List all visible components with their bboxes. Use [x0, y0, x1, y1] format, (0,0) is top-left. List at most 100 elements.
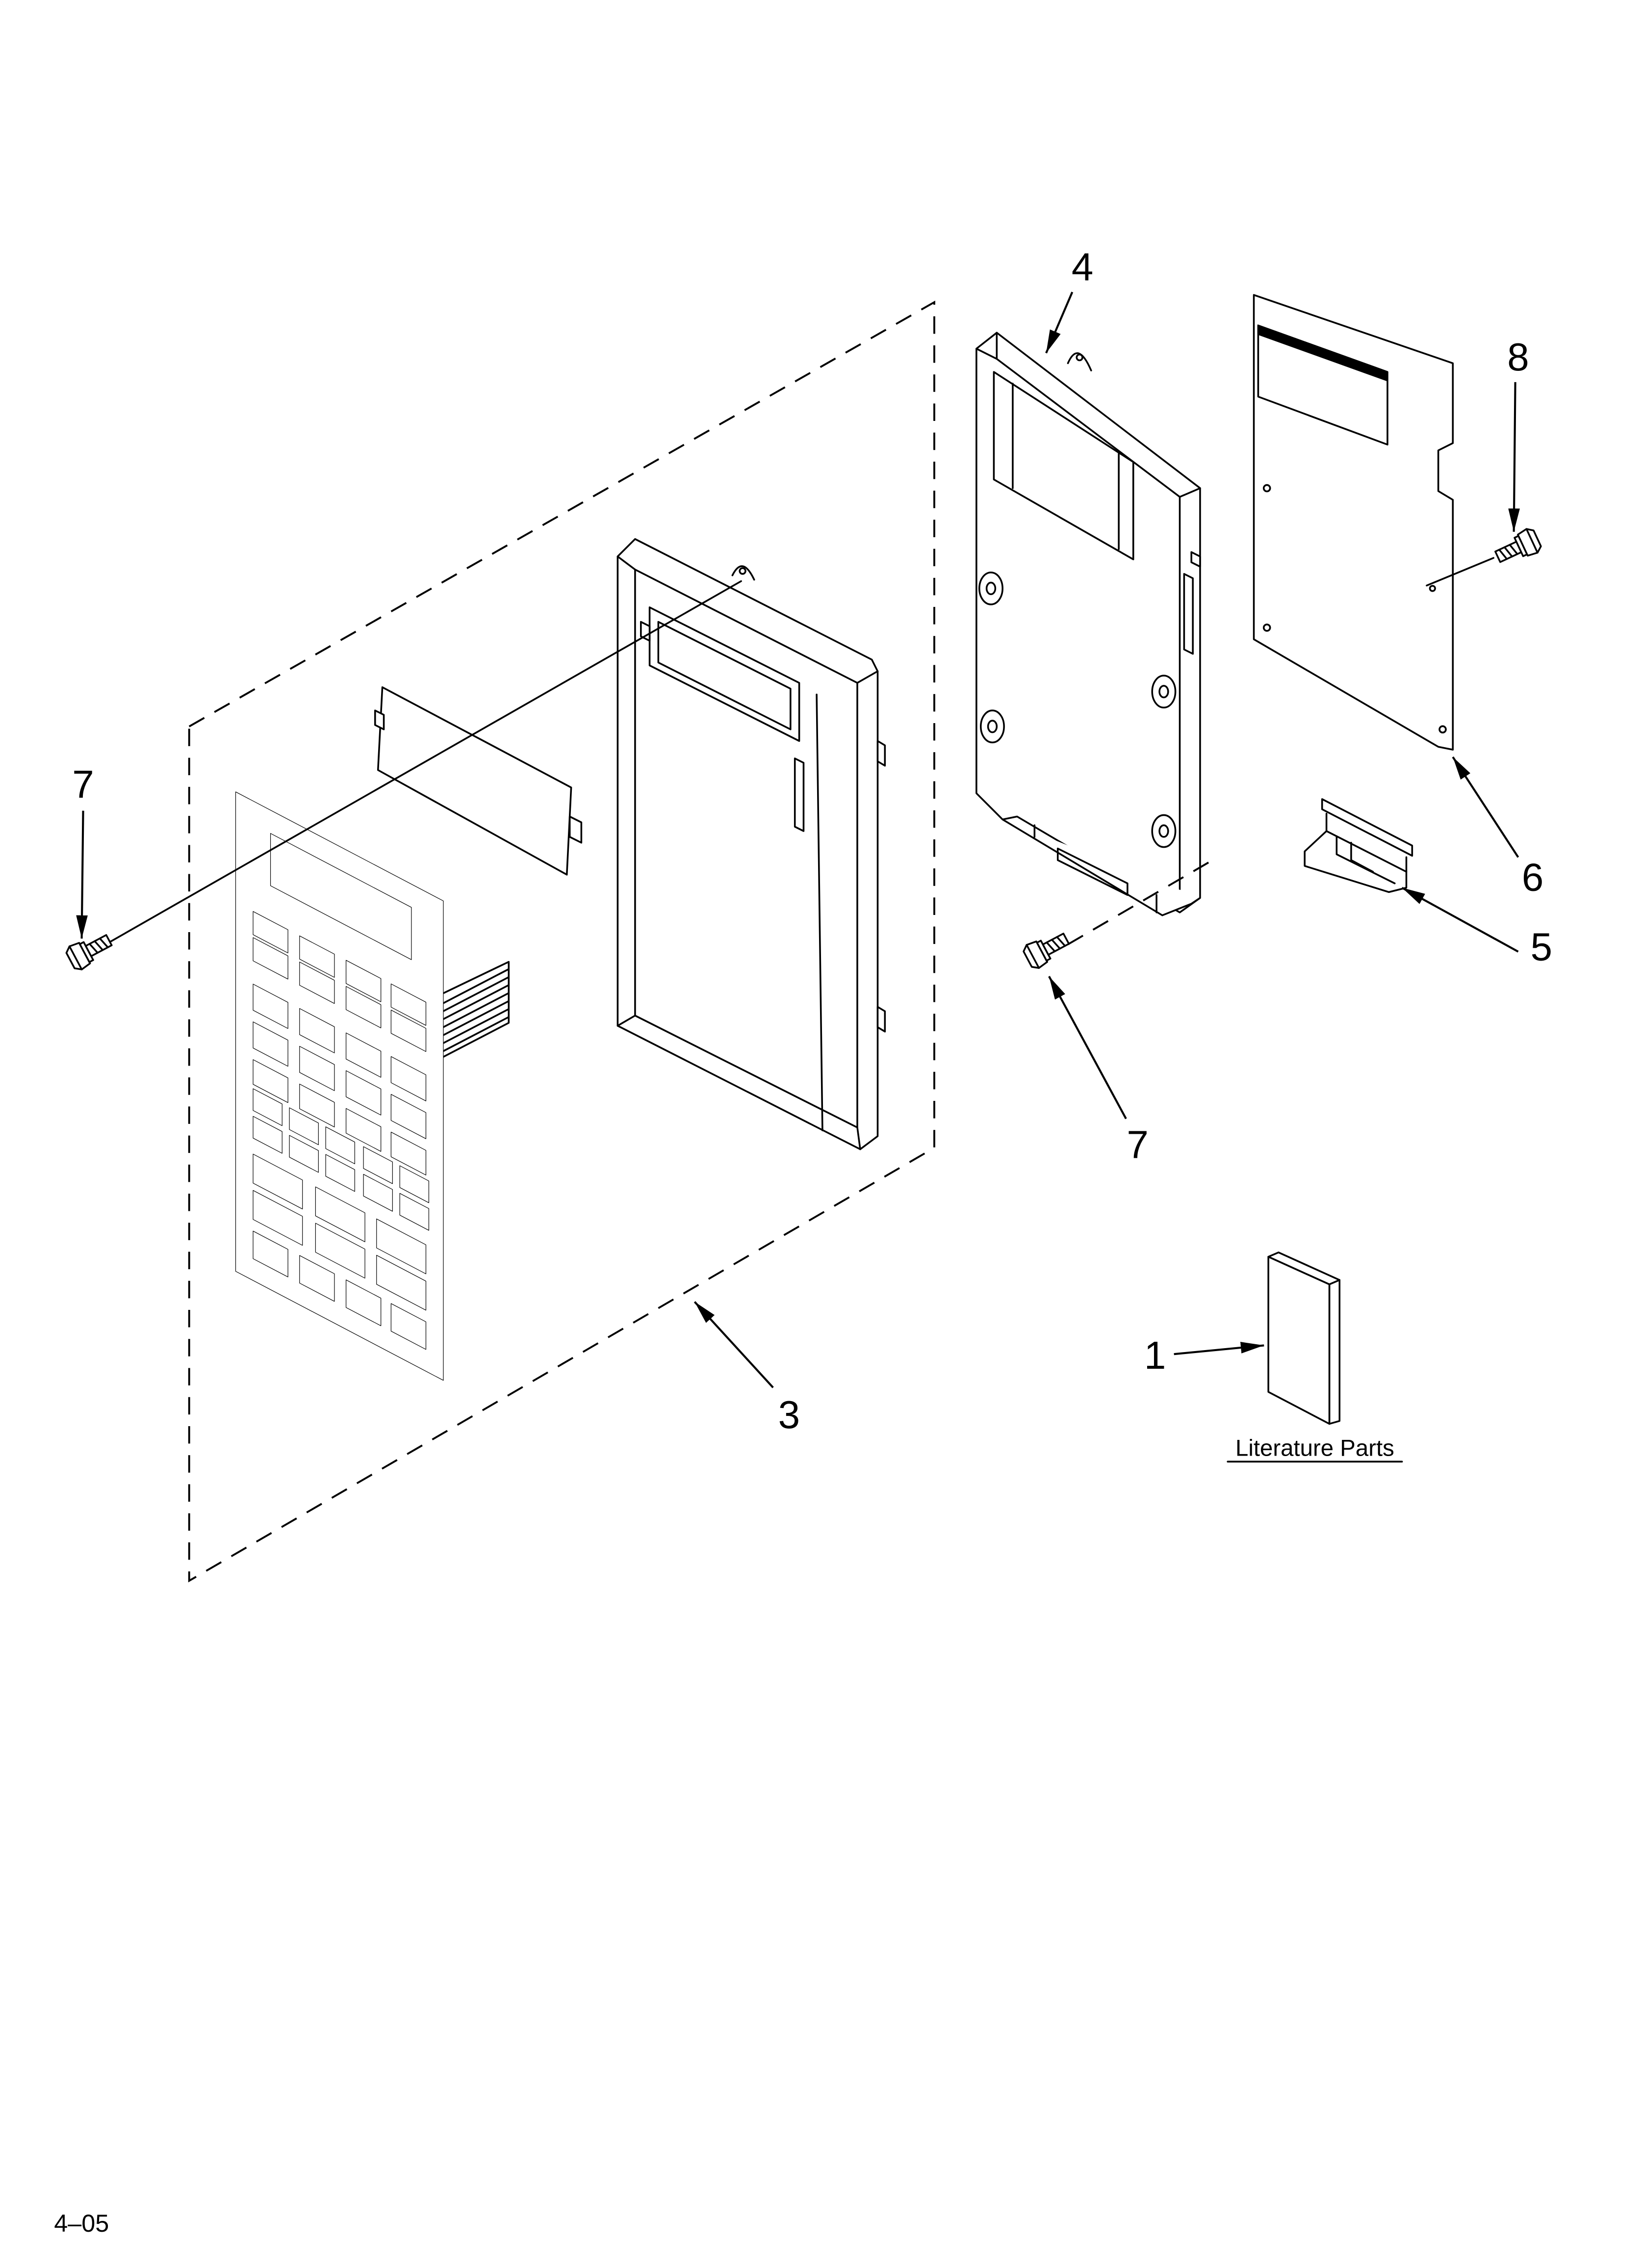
- keypad-key: [363, 1147, 392, 1184]
- keypad-key: [253, 1089, 282, 1126]
- keypad-ribbon-cable: [435, 961, 510, 1062]
- screw-alignment-line-left: [110, 580, 742, 942]
- keypad-key: [346, 960, 381, 1002]
- keypad-key: [300, 1046, 334, 1091]
- back-plate-hole: [979, 709, 1005, 744]
- keypad-key: [391, 1057, 426, 1101]
- board-mounting-hole: [1438, 725, 1447, 733]
- keypad-keys: [253, 912, 429, 1351]
- keypad-key: [315, 1187, 365, 1242]
- leader-arrow-7-left: [76, 810, 88, 939]
- keypad-key: [391, 1132, 426, 1175]
- leader-arrow-3: [693, 1301, 774, 1388]
- leader-arrow-5: [1401, 886, 1519, 953]
- keypad-key: [391, 1303, 426, 1350]
- keypad-key: [253, 1116, 282, 1153]
- ribbon-conductor: [438, 976, 510, 1015]
- control-panel-bezel: [616, 538, 886, 1150]
- keypad-key: [300, 1255, 334, 1302]
- ribbon-conductor: [438, 1000, 510, 1039]
- ribbon-conductor: [438, 984, 510, 1022]
- keypad-key: [300, 1084, 334, 1127]
- bezel-right-tab-upper: [876, 740, 886, 767]
- window-cover-left-tab: [374, 709, 385, 730]
- back-plate-window: [993, 371, 1134, 560]
- callout-6: 6: [1522, 855, 1543, 899]
- leader-arrow-8: [1508, 382, 1520, 532]
- bezel-left-tab: [640, 621, 651, 642]
- keypad-key: [253, 1154, 303, 1209]
- keypad-key: [400, 1166, 429, 1203]
- keypad-key: [346, 1280, 381, 1326]
- back-plate-hole: [978, 572, 1003, 605]
- keypad-key: [326, 1127, 355, 1164]
- keypad-key: [346, 1108, 381, 1151]
- back-plate-top-tab: [1067, 352, 1092, 371]
- keypad-key: [289, 1135, 318, 1173]
- keypad-key: [346, 1033, 381, 1077]
- screw-7-left: [65, 934, 113, 970]
- keypad-key: [326, 1154, 355, 1192]
- callout-7-right: 7: [1127, 1122, 1148, 1166]
- ribbon-conductor: [438, 968, 510, 1007]
- keypad-key: [253, 1022, 288, 1067]
- keypad-key: [391, 1095, 426, 1139]
- keypad-key: [377, 1255, 426, 1310]
- keypad-key: [300, 936, 334, 978]
- electronic-control-board: [1253, 294, 1454, 751]
- callout-7-left: 7: [72, 762, 94, 806]
- leader-arrow-7-right: [1048, 976, 1127, 1120]
- board-mounting-hole: [1429, 585, 1436, 592]
- board-connector-pins: [1275, 331, 1381, 377]
- window-cover-right-tab: [568, 815, 583, 844]
- display-window-cover: [374, 686, 583, 876]
- keypad-key: [391, 1010, 426, 1052]
- callout-3: 3: [778, 1393, 800, 1436]
- leader-arrow-4: [1045, 291, 1074, 354]
- keypad-key: [289, 1108, 318, 1145]
- callout-8: 8: [1507, 335, 1529, 379]
- keypad-key: [300, 1009, 334, 1053]
- back-plate-hole: [1151, 814, 1177, 848]
- keypad-key: [253, 938, 288, 979]
- leader-arrow-1: [1174, 1342, 1264, 1356]
- keypad-key: [377, 1219, 426, 1274]
- screw-7-right: [1023, 933, 1070, 969]
- literature-book: [1267, 1251, 1341, 1425]
- keypad-key: [391, 984, 426, 1026]
- leader-arrows: [76, 291, 1520, 1388]
- keypad-key: [253, 1190, 303, 1245]
- keypad-key: [346, 987, 381, 1028]
- assembly-3-dashed-outline: [188, 300, 935, 1583]
- ribbon-conductor: [438, 1008, 510, 1046]
- keypad-display-window: [271, 834, 411, 960]
- keypad-key: [253, 912, 288, 953]
- bezel-slot: [794, 757, 805, 832]
- ribbon-conductor: [438, 992, 510, 1031]
- board-mounting-hole: [1262, 484, 1271, 493]
- keypad-key: [300, 962, 334, 1004]
- back-plate-slot: [1183, 573, 1194, 655]
- back-plate-hole: [1151, 675, 1177, 709]
- control-panel-back-plate: [975, 332, 1201, 916]
- page-code: 4–05: [54, 2209, 109, 2237]
- bezel-right-tab-lower: [876, 1006, 886, 1033]
- screw-8: [1494, 528, 1542, 563]
- keypad-key: [253, 984, 288, 1029]
- callout-4: 4: [1072, 245, 1093, 289]
- keypad-key: [400, 1193, 429, 1230]
- leader-arrow-6: [1452, 756, 1519, 858]
- keypad-key: [315, 1223, 365, 1278]
- keypad-key: [346, 1070, 381, 1115]
- latch-clip: [1304, 798, 1413, 893]
- screw-8-alignment-line: [1426, 557, 1494, 587]
- ribbon-conductor: [438, 1016, 510, 1054]
- keypad-key: [253, 1231, 288, 1277]
- keypad-key: [363, 1174, 392, 1212]
- board-mounting-hole: [1262, 624, 1271, 632]
- keypad-key: [253, 1060, 288, 1103]
- bezel-display-opening: [648, 606, 800, 742]
- literature-parts-label: Literature Parts: [1235, 1435, 1394, 1461]
- callout-5: 5: [1531, 925, 1552, 969]
